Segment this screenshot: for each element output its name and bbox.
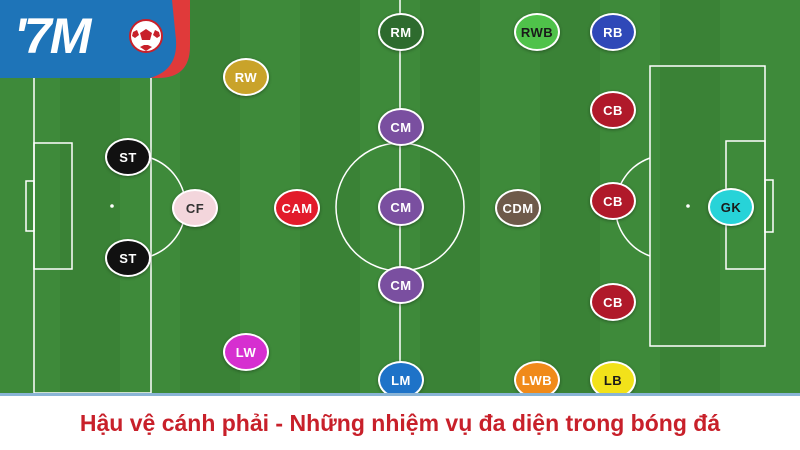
football-icon xyxy=(129,19,163,53)
right-goal xyxy=(764,179,774,233)
position-marker-cb: CB xyxy=(590,91,636,129)
logo-text: '7M xyxy=(14,8,91,64)
caption-title: Hậu vệ cánh phải - Những nhiệm vụ đa diệ… xyxy=(79,409,721,436)
position-marker-rwb: RWB xyxy=(514,13,560,51)
site-logo: '7M xyxy=(0,0,190,78)
position-marker-lwb: LWB xyxy=(514,361,560,399)
left-penalty-spot xyxy=(110,204,114,208)
position-marker-cm: CM xyxy=(378,188,424,226)
position-marker-cam: CAM xyxy=(274,189,320,227)
position-marker-lm: LM xyxy=(378,361,424,399)
position-marker-cf: CF xyxy=(172,189,218,227)
right-penalty-spot xyxy=(686,204,690,208)
position-marker-lw: LW xyxy=(223,333,269,371)
position-marker-st: ST xyxy=(105,138,151,176)
position-marker-cb: CB xyxy=(590,182,636,220)
left-goal xyxy=(25,180,35,232)
caption-bar: Hậu vệ cánh phải - Những nhiệm vụ đa diệ… xyxy=(0,393,800,450)
position-marker-rw: RW xyxy=(223,58,269,96)
position-marker-cdm: CDM xyxy=(495,189,541,227)
position-marker-cm: CM xyxy=(378,108,424,146)
position-marker-rm: RM xyxy=(378,13,424,51)
position-marker-rb: RB xyxy=(590,13,636,51)
position-marker-st: ST xyxy=(105,239,151,277)
position-marker-gk: GK xyxy=(708,188,754,226)
position-marker-cm: CM xyxy=(378,266,424,304)
position-marker-cb: CB xyxy=(590,283,636,321)
